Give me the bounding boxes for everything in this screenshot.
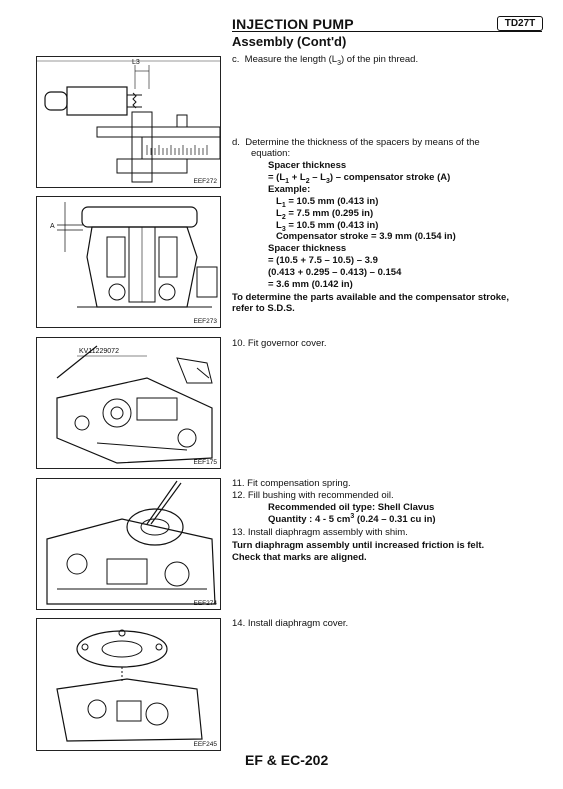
- spacer-thickness-heading: Spacer thickness: [268, 160, 347, 171]
- oil-filling-illustration: [46, 480, 216, 605]
- figure-spacer-assembly: A EEF273: [36, 196, 221, 328]
- figure-bushing-oil: EEF274: [36, 478, 221, 610]
- sds-note-1: To determine the parts available and the…: [232, 292, 509, 303]
- figure-pin-thread-measure: L3 EEF272: [36, 56, 221, 188]
- figure-diaphragm-cover: EEF245: [36, 618, 221, 751]
- figure-code: EEF272: [193, 178, 218, 185]
- page-number: EF & EC-202: [245, 752, 329, 768]
- figure-code: EEF175: [193, 459, 218, 466]
- figure-code: EEF274: [193, 600, 218, 607]
- pump-governor-illustration: [56, 345, 213, 464]
- figure-code: EEF273: [193, 318, 218, 325]
- step-14: 14. Install diaphragm cover.: [232, 618, 349, 629]
- model-badge: TD27T: [497, 16, 543, 31]
- example-l1: L1 = 10.5 mm (0.413 in): [276, 196, 379, 209]
- sds-note-2: refer to S.D.S.: [232, 303, 295, 314]
- example-compensator: Compensator stroke = 3.9 mm (0.154 in): [276, 231, 456, 242]
- calc-line-2: (0.413 + 0.295 – 0.413) – 0.154: [268, 267, 402, 278]
- formula: = (L1 + L2 – L3) – compensator stroke (A…: [268, 172, 451, 185]
- oil-quantity: Quantity : 4 - 5 cm3 (0.24 – 0.31 cu in): [268, 512, 436, 525]
- header-rule: [232, 31, 542, 32]
- step-13: 13. Install diaphragm assembly with shim…: [232, 527, 408, 538]
- step-d-line2: equation:: [251, 148, 291, 159]
- callout-a: A: [50, 223, 55, 230]
- step-11: 11. Fit compensation spring.: [232, 478, 351, 489]
- caliper-illustration: [37, 60, 220, 183]
- example-l2: L2 = 7.5 mm (0.295 in): [276, 208, 374, 221]
- step-c: c. Measure the length (L3) of the pin th…: [232, 54, 419, 67]
- governor-section-illustration: [57, 202, 218, 308]
- callout-l3: L3: [132, 59, 140, 66]
- calc-result: = 3.6 mm (0.142 in): [268, 279, 353, 290]
- figure-governor-cover: KV11229072 EEF175: [36, 337, 221, 469]
- warning-line-1: Turn diaphragm assembly until increased …: [232, 540, 485, 551]
- step-10: 10. Fit governor cover.: [232, 338, 327, 349]
- figure-code: EEF245: [193, 741, 218, 748]
- tool-number: KV11229072: [79, 348, 119, 355]
- oil-type: Recommended oil type: Shell Clavus: [268, 502, 435, 513]
- diaphragm-cover-illustration: [56, 629, 203, 742]
- warning-line-2: Check that marks are aligned.: [232, 552, 367, 563]
- example-l3: L3 = 10.5 mm (0.413 in): [276, 220, 379, 233]
- section-title: INJECTION PUMP: [232, 16, 354, 32]
- section-subtitle: Assembly (Cont'd): [232, 34, 347, 49]
- calc-line-1: = (10.5 + 7.5 – 10.5) – 3.9: [268, 255, 378, 266]
- step-d: d. Determine the thickness of the spacer…: [232, 137, 480, 148]
- step-12: 12. Fill bushing with recommended oil.: [232, 490, 394, 501]
- example-heading: Example:: [268, 184, 311, 195]
- spacer-thickness-heading-2: Spacer thickness: [268, 243, 347, 254]
